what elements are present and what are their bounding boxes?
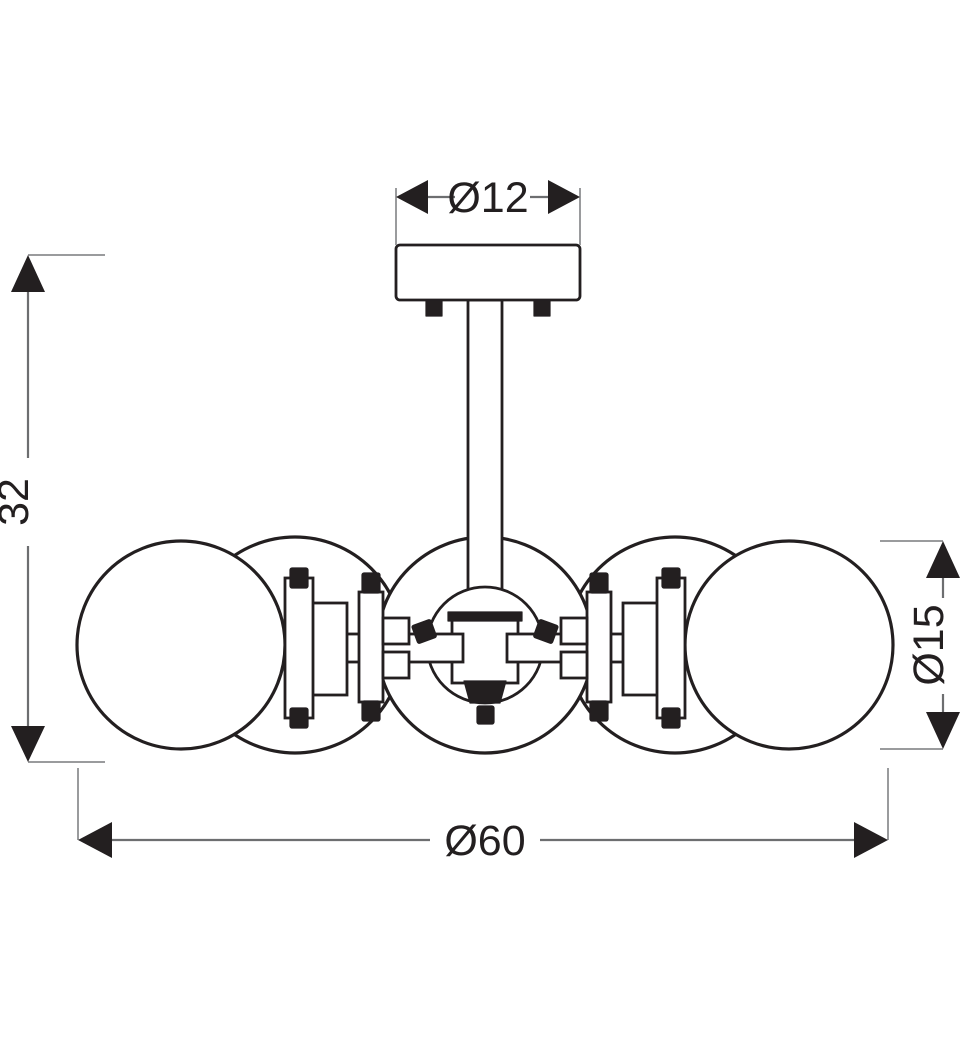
right-socket-assembly	[533, 567, 687, 729]
left-socket-assembly	[283, 567, 437, 729]
clip-hub-right	[533, 619, 559, 644]
arrow-overall-right	[854, 822, 888, 858]
arrow-overall-left	[78, 822, 112, 858]
screw-inner-left-bottom	[361, 700, 381, 722]
dim-label-overall-diameter: Ø60	[444, 817, 525, 865]
globe-outer-right	[683, 539, 895, 751]
stem-rod	[466, 298, 504, 632]
canopy-body	[394, 243, 582, 302]
clip-hub-left	[411, 619, 437, 644]
screw-outer-right-bottom	[661, 707, 681, 729]
dim-label-globe-diameter: Ø15	[905, 604, 953, 685]
screw-outer-left-top	[289, 567, 309, 589]
arrow-globe-top	[926, 541, 960, 578]
socket-plate-inner-right	[585, 590, 613, 704]
screw-inner-left-top	[361, 572, 381, 594]
socket-block-inner-left-upper	[381, 616, 411, 646]
central-junction-hub	[425, 585, 545, 725]
arrow-height-top	[11, 255, 45, 292]
canopy-screw-right	[533, 299, 551, 317]
arrow-globe-bottom	[926, 712, 960, 749]
flange-plate-outer-left	[283, 576, 315, 720]
socket-block-inner-right-upper	[559, 616, 589, 646]
dimension-total-height: 32	[0, 254, 105, 763]
arrow-canopy-right	[548, 180, 580, 214]
globe-outer-left	[75, 539, 287, 751]
flange-core-outer-right	[621, 601, 661, 697]
dim-label-canopy-diameter: Ø12	[447, 174, 528, 222]
screw-inner-right-top	[589, 572, 609, 594]
flange-core-outer-left	[309, 601, 349, 697]
dim-label-total-height: 32	[0, 478, 38, 526]
arrow-canopy-left	[396, 180, 428, 214]
canopy-screw-left	[425, 299, 443, 317]
hub-bottom-screw	[476, 705, 495, 725]
screw-outer-left-bottom	[289, 707, 309, 729]
screw-inner-right-bottom	[589, 700, 609, 722]
hub-top-cap	[447, 611, 523, 622]
dimension-globe-diameter: Ø15	[880, 540, 960, 750]
dimension-overall-diameter: Ø60	[77, 768, 889, 865]
socket-block-inner-right-lower	[559, 650, 589, 680]
socket-plate-inner-left	[357, 590, 385, 704]
screw-outer-right-top	[661, 567, 681, 589]
hub-bottom-plug	[463, 680, 507, 704]
socket-block-inner-left-lower	[381, 650, 411, 680]
arrow-height-bottom	[11, 726, 45, 762]
ceiling-canopy-plate	[394, 243, 582, 317]
vertical-support-rod	[466, 298, 504, 632]
flange-plate-outer-right	[655, 576, 687, 720]
dimension-canopy-diameter: Ø12	[395, 174, 581, 245]
